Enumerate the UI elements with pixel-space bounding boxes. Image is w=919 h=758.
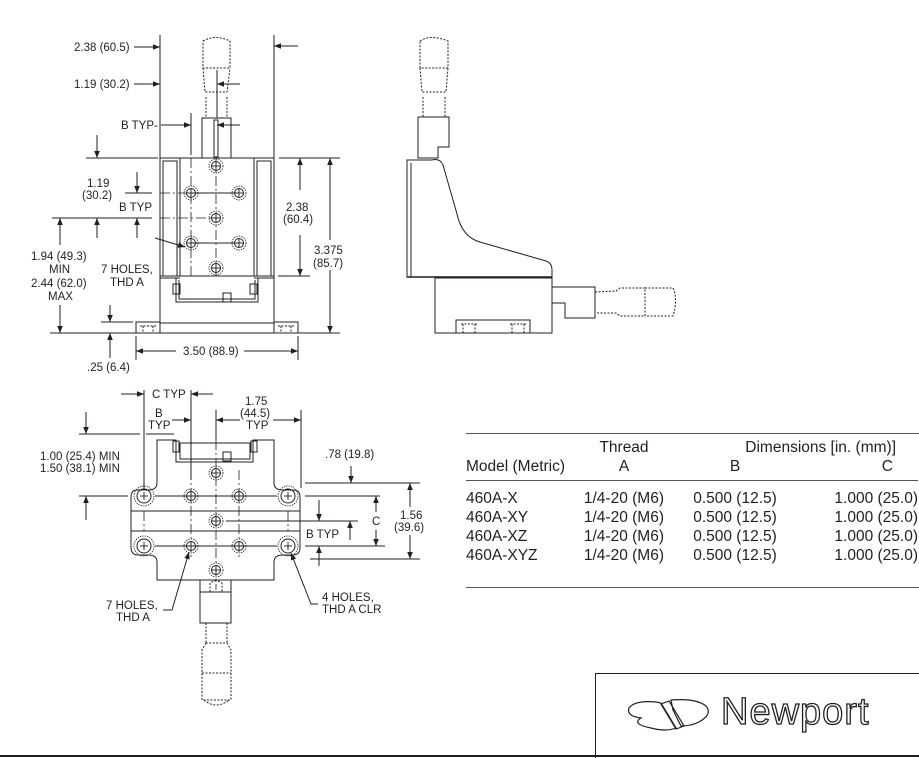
col-b: B: [674, 457, 796, 481]
table-top-rule: [466, 433, 919, 434]
hole-icon: [183, 235, 199, 251]
brand-logo-box: Newport: [595, 673, 919, 758]
hole-icon: [231, 235, 247, 251]
dim-base-width: 3.50 (88.9): [183, 346, 239, 358]
hole-icon: [183, 538, 199, 554]
dim-c: C: [372, 516, 380, 528]
hole-icon: [183, 185, 199, 201]
top-view: C TYP B TYP 1.75 (44.5) TYP 1.00 (25.4) …: [40, 389, 424, 706]
cell-thread: 1/4-20 (M6): [583, 490, 664, 507]
dim-238-line2: (60.4): [283, 214, 313, 226]
cell-model: 460A-X: [466, 490, 518, 507]
dim-half-width: 1.19 (30.2): [74, 79, 130, 91]
col-a: A: [574, 457, 674, 481]
cell-model: 460A-XY: [466, 509, 529, 526]
hole-icon: [231, 538, 247, 554]
table-row: 460A-X 1/4-20 (M6) 0.500 (12.5) 1.000 (2…: [466, 481, 918, 509]
dim-175-line2: (44.5): [240, 408, 270, 420]
cell-b: 0.500 (12.5): [693, 490, 777, 507]
holes-line2: THD A: [110, 277, 144, 289]
dim-base-thk: .25 (6.4): [87, 362, 130, 374]
dim-119-line2: (30.2): [82, 190, 112, 202]
cell-b: 0.500 (12.5): [693, 528, 777, 545]
hole-icon: [231, 488, 247, 504]
dim-height-line3: 2.44 (62.0): [31, 278, 87, 290]
cell-c: 1.000 (25.0): [834, 528, 918, 545]
dim-b-typ-top: B TYP-: [121, 120, 158, 132]
cell-model: 460A-XZ: [466, 528, 528, 545]
spec-table: Thread Dimensions [in. (mm)] Model (Metr…: [466, 434, 918, 565]
cell-thread: 1/4-20 (M6): [583, 528, 664, 545]
newport-swoosh-icon: [627, 699, 709, 731]
col-model: Model (Metric): [466, 457, 574, 481]
cell-b: 0.500 (12.5): [693, 547, 777, 564]
holes7-line1: 7 HOLES,: [106, 600, 158, 612]
cell-model: 460A-XYZ: [466, 547, 538, 564]
cell-thread: 1/4-20 (M6): [583, 547, 664, 564]
holes7-line2: THD A: [116, 612, 150, 624]
dim-height-line1: 1.94 (49.3): [31, 251, 87, 263]
cell-c: 1.000 (25.0): [834, 509, 918, 526]
dim-3375-line2: (85.7): [313, 258, 343, 270]
dim-078: .78 (19.8): [325, 449, 374, 461]
side-view: [406, 37, 676, 334]
header-dimensions: Dimensions [in. (mm)]: [745, 439, 896, 456]
hole-icon: [208, 158, 224, 174]
c-typ-label: C TYP: [152, 389, 186, 401]
table-row: 460A-XZ 1/4-20 (M6) 0.500 (12.5) 1.000 (…: [466, 527, 918, 546]
hole-icon: [208, 513, 224, 529]
table-bottom-rule: [466, 587, 919, 588]
clearance-hole-icon: [133, 535, 155, 557]
cell-b: 0.500 (12.5): [693, 509, 777, 526]
hole-icon: [208, 562, 224, 578]
hole-icon: [208, 465, 224, 481]
cell-c: 1.000 (25.0): [834, 490, 918, 507]
dim-238-line1: 2.38: [286, 202, 308, 214]
dim-height-line4: MAX: [48, 291, 73, 303]
hole-icon: [231, 185, 247, 201]
cell-c: 1.000 (25.0): [834, 547, 918, 564]
b-typ-line1: B: [155, 408, 163, 420]
b-typ-line2: TYP: [148, 420, 171, 432]
holes4-line2: THD A CLR: [322, 604, 381, 616]
table-row: 460A-XY 1/4-20 (M6) 0.500 (12.5) 1.000 (…: [466, 508, 918, 527]
hole-icon: [208, 210, 224, 226]
dim-156-line2: (39.6): [394, 522, 424, 534]
dim-min-line1: 1.00 (25.4) MIN: [40, 451, 120, 463]
dim-b-typ: B TYP: [119, 202, 152, 214]
brand-name: Newport: [720, 690, 870, 733]
holes-line1: 7 HOLES,: [101, 264, 153, 276]
holes4-line1: 4 HOLES,: [322, 592, 374, 604]
col-c: C: [796, 457, 918, 481]
page-bottom-rule: [0, 755, 919, 757]
table-row: 460A-XYZ 1/4-20 (M6) 0.500 (12.5) 1.000 …: [466, 546, 918, 565]
dim-175-line1: 1.75: [245, 396, 267, 408]
dim-175-line3: TYP: [246, 420, 269, 432]
hole-icon: [208, 260, 224, 276]
clearance-hole-icon: [277, 485, 299, 507]
dim-156-line1: 1.56: [400, 510, 422, 522]
dim-width-full: 2.38 (60.5): [74, 42, 130, 54]
hole-icon: [183, 488, 199, 504]
clearance-hole-icon: [277, 535, 299, 557]
b-typ-right: B TYP: [306, 529, 339, 541]
header-thread: Thread: [599, 439, 649, 456]
dim-3375-line1: 3.375: [314, 245, 343, 257]
front-view: 2.38 (60.5) 1.19 (30.2) B TYP-: [31, 35, 343, 374]
cell-thread: 1/4-20 (M6): [583, 509, 664, 526]
dim-119-line1: 1.19: [87, 178, 109, 190]
dim-min-line2: 1.50 (38.1) MIN: [40, 463, 120, 475]
dim-height-line2: MIN: [49, 264, 70, 276]
